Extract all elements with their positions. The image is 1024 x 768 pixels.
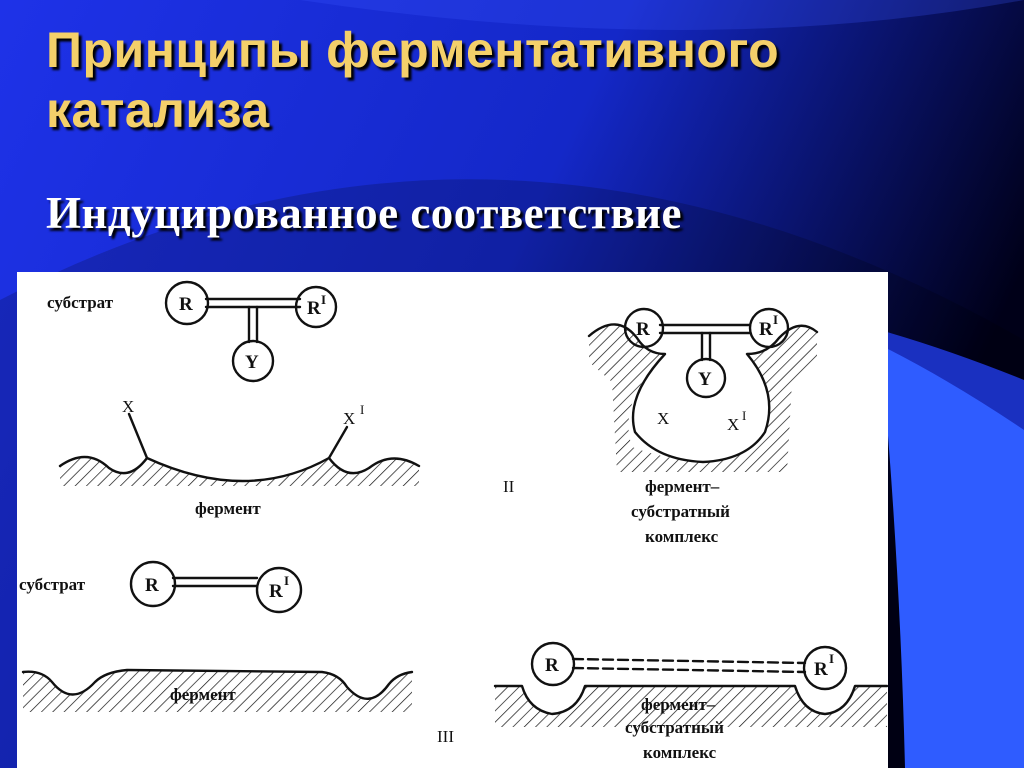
panel-3-enzyme-label: фермент [170, 685, 236, 704]
panel-2-atom-r [623, 307, 665, 349]
panel-2-site-x1-prime: I [742, 408, 746, 423]
panel-4-atom-r-label: R [545, 655, 559, 676]
panel-3-enzyme-surface [21, 668, 414, 700]
panel-2-roman: II [503, 477, 515, 496]
induced-fit-figure: субстрат R R I Y X X I фермент [17, 272, 888, 768]
panel-4-enzyme-hatching [495, 686, 887, 727]
panel-4-complex-line2: субстратный [625, 718, 724, 737]
panel-3-atom-r-label: R [145, 575, 159, 596]
panel-4-bond-lower [571, 666, 807, 674]
panel-1-site-x: X [122, 397, 134, 416]
panel-2-atom-r-label: R [636, 319, 650, 340]
panel-2: II R R I Y X X I фермент– субстратный [503, 307, 819, 546]
panel-3-atom-r [129, 560, 177, 608]
panel-2-atom-y [685, 357, 727, 399]
panel-2-atom-r1-label: R [759, 319, 773, 340]
panel-1-enzyme-hatching [60, 456, 419, 486]
panel-1-atom-y-label: Y [245, 352, 259, 373]
panel-2-site-x1: X [727, 415, 739, 434]
panel-2-atom-r1 [748, 307, 790, 349]
panel-2-enzyme-surface [587, 323, 819, 464]
panel-1-enzyme-label: фермент [195, 499, 261, 518]
panel-2-site-x: X [657, 409, 669, 428]
induced-fit-diagram: субстрат R R I Y X X I фермент [19, 280, 888, 762]
panel-2-enzyme-hatching [589, 324, 817, 472]
slide-subtitle: Индуцированное соответствие [46, 188, 683, 238]
panel-4-complex-line1: фермент– [641, 695, 716, 714]
panel-1-atom-r1-label: R [307, 298, 321, 319]
panel-3-substrate-label: субстрат [19, 575, 86, 594]
panel-4-bond-upper [571, 657, 807, 665]
panel-4-atom-r1-prime: I [829, 651, 834, 666]
panel-1-enzyme-surface [58, 455, 421, 483]
panel-3: субстрат R R I фермент III [19, 560, 454, 746]
panel-1: субстрат R R I Y X X I фермент [47, 280, 421, 518]
panel-4-atom-r1 [802, 645, 848, 691]
panel-1-atom-r1-prime: I [321, 292, 326, 307]
panel-1-atom-y [231, 339, 275, 383]
panel-3-atom-r1-label: R [269, 581, 283, 602]
panel-4-atom-r1-label: R [814, 659, 828, 680]
panel-1-site-x-line [127, 412, 149, 460]
panel-4-enzyme-surface [493, 684, 888, 716]
panel-2-atom-y-label: Y [698, 369, 712, 390]
panel-3-atom-r1 [255, 566, 303, 614]
panel-2-complex-line2: субстратный [631, 502, 730, 521]
panel-3-atom-r1-prime: I [284, 573, 289, 588]
panel-1-substrate-label: субстрат [47, 293, 114, 312]
panel-1-atom-r [164, 280, 210, 326]
panel-2-complex-line3: комплекс [645, 527, 719, 546]
panel-1-atom-r-label: R [179, 294, 193, 315]
panel-3-roman: III [437, 727, 454, 746]
panel-1-site-x1-prime: I [360, 402, 364, 417]
panel-4: R R I фермент– субстратный комплекс [493, 641, 888, 762]
panel-1-site-x1-line [327, 425, 349, 460]
panel-1-atom-r1 [294, 285, 338, 329]
panel-2-complex-line1: фермент– [645, 477, 720, 496]
panel-2-atom-r1-prime: I [773, 312, 778, 327]
panel-1-site-x1: X [343, 409, 355, 428]
panel-4-atom-r [530, 641, 576, 687]
panel-4-complex-line3: комплекс [643, 743, 717, 762]
panel-3-enzyme-hatching [23, 670, 412, 712]
slide-title: Принципы ферментативного катализа [46, 22, 780, 138]
